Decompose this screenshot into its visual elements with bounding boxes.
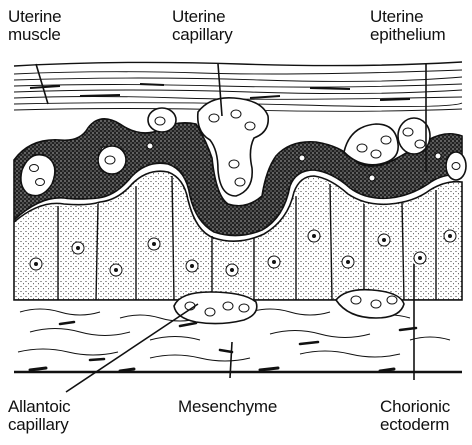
label-mesenchyme-line-1: Mesenchyme [178, 398, 277, 416]
label-chorionic-ectoderm-line-1: Chorionic [380, 398, 450, 416]
label-uterine-epithelium: Uterine epithelium [370, 8, 446, 44]
label-uterine-epithelium-line-2: epithelium [370, 26, 446, 44]
label-uterine-muscle-line-1: Uterine [8, 8, 61, 26]
label-mesenchyme: Mesenchyme [178, 398, 277, 416]
label-uterine-muscle-line-2: muscle [8, 26, 61, 44]
label-uterine-epithelium-line-1: Uterine [370, 8, 446, 26]
label-chorionic-ectoderm-line-2: ectoderm [380, 416, 450, 434]
label-uterine-muscle: Uterine muscle [8, 8, 61, 44]
label-uterine-capillary-line-2: capillary [172, 26, 233, 44]
label-allantoic-capillary-line-2: capillary [8, 416, 70, 434]
label-allantoic-capillary-line-1: Allantoic [8, 398, 70, 416]
label-uterine-capillary: Uterine capillary [172, 8, 233, 44]
label-allantoic-capillary: Allantoic capillary [8, 398, 70, 434]
label-chorionic-ectoderm: Chorionic ectoderm [380, 398, 450, 434]
label-uterine-capillary-line-1: Uterine [172, 8, 233, 26]
